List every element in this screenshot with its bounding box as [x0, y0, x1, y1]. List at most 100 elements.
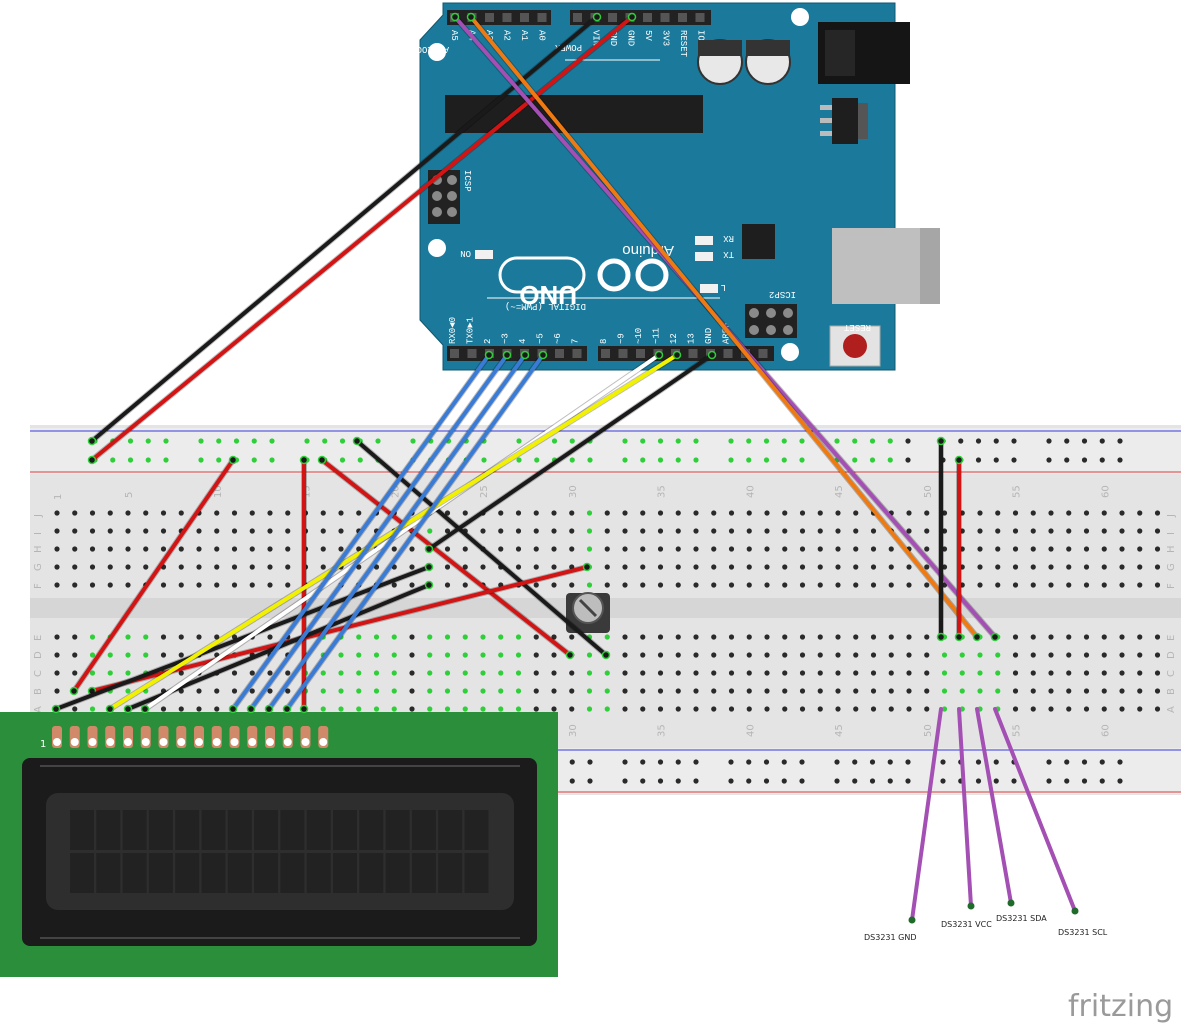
header-pin	[608, 13, 617, 22]
wire-end	[990, 632, 1000, 642]
breadboard-hole	[533, 634, 539, 640]
breadboard-hole	[125, 528, 131, 534]
breadboard-hole	[693, 546, 699, 552]
breadboard-hole	[728, 564, 735, 570]
breadboard-hole	[1083, 670, 1090, 676]
breadboard-hole	[1119, 670, 1125, 676]
breadboard-hole	[214, 688, 220, 694]
breadboard-hole	[693, 634, 699, 640]
ds3231-lead-end	[967, 902, 975, 910]
breadboard-hole	[462, 564, 468, 570]
breadboard-hole	[711, 670, 717, 676]
rail-hole	[569, 778, 575, 784]
rail-hole	[127, 438, 134, 444]
breadboard-hole	[178, 546, 184, 552]
ds3231-scl-label: DS3231 SCL	[1058, 928, 1108, 937]
icsp-pin	[432, 191, 442, 201]
mounting-hole	[791, 8, 809, 26]
rail-hole	[1099, 778, 1105, 784]
breadboard-hole	[498, 706, 504, 712]
rail-hole	[905, 457, 911, 463]
rail-hole	[1011, 438, 1017, 444]
breadboard-hole	[799, 634, 806, 640]
rail-hole	[640, 759, 646, 765]
wire	[267, 353, 527, 711]
breadboard-hole	[888, 706, 894, 712]
header-pin	[636, 349, 645, 358]
lcd-16x2: 1	[0, 712, 558, 977]
breadboard-hole	[462, 652, 468, 658]
rail-hole	[746, 438, 752, 444]
breadboard-hole	[764, 510, 770, 516]
breadboard-hole	[764, 670, 770, 676]
icsp-pin	[447, 191, 457, 201]
breadboard-hole	[888, 582, 894, 588]
rail-hole	[763, 438, 770, 444]
lcd-pin-hole	[248, 738, 257, 746]
breadboard-hole	[657, 546, 664, 552]
rail-hole	[763, 778, 770, 784]
reset-button-cap[interactable]	[843, 334, 867, 358]
breadboard-hole	[409, 582, 415, 588]
fritzing-watermark: fritzing	[1068, 989, 1173, 1024]
breadboard-hole	[640, 706, 646, 712]
wire-end	[672, 350, 682, 360]
lcd-char-cell	[254, 853, 279, 893]
breadboard-hole	[604, 510, 610, 516]
potentiometer[interactable]	[566, 592, 610, 633]
digital-pin-label: 12	[669, 333, 679, 344]
breadboard-hole	[977, 546, 983, 552]
header-pin	[555, 349, 564, 358]
breadboard-hole	[267, 582, 273, 588]
breadboard-hole	[1066, 670, 1072, 676]
breadboard-hole	[196, 688, 202, 694]
rail-hole	[481, 457, 487, 463]
breadboard-hole	[231, 670, 238, 676]
rail-hole	[1099, 759, 1105, 765]
breadboard-hole	[533, 582, 539, 588]
breadboard-hole	[178, 634, 184, 640]
breadboard-hole	[906, 634, 912, 640]
icsp2-pins	[749, 308, 793, 335]
breadboard-hole	[498, 670, 504, 676]
breadboard-hole	[799, 564, 806, 570]
breadboard-hole	[1154, 634, 1161, 640]
breadboard-hole	[640, 652, 646, 658]
rail-hole	[1011, 778, 1017, 784]
breadboard-hole	[870, 582, 877, 588]
breadboard-hole	[941, 670, 948, 676]
header-pin	[450, 349, 459, 358]
digital-title: DIGITAL (PWM=~)	[505, 301, 586, 311]
breadboard-hole	[782, 652, 788, 658]
breadboard-hole	[1101, 670, 1107, 676]
breadboard-hole	[89, 634, 96, 640]
breadboard-hole	[995, 546, 1001, 552]
rail-hole	[1046, 759, 1052, 765]
breadboard-hole	[817, 688, 823, 694]
breadboard-hole	[373, 634, 380, 640]
breadboard-hole	[941, 688, 948, 694]
wire-end	[317, 455, 327, 465]
lcd-char-cell	[280, 853, 305, 893]
column-number: 55	[1012, 724, 1023, 737]
breadboard-hole	[906, 706, 912, 712]
breadboard-hole	[427, 528, 433, 534]
breadboard-hole	[941, 582, 948, 588]
breadboard-hole	[1101, 564, 1107, 570]
breadboard-hole	[569, 670, 575, 676]
breadboard-hole	[533, 688, 539, 694]
lcd-char-cell	[96, 853, 121, 893]
breadboard-hole	[480, 634, 486, 640]
breadboard-hole	[799, 688, 806, 694]
lcd-char-cell	[306, 810, 331, 850]
capacitor-top	[746, 40, 790, 56]
rail-hole	[675, 778, 681, 784]
breadboard-hole	[604, 688, 610, 694]
breadboard-hole	[1030, 582, 1036, 588]
rail-hole	[799, 759, 805, 765]
breadboard-hole	[657, 670, 664, 676]
rail-hole	[1046, 438, 1052, 444]
row-letter: A	[1166, 706, 1177, 713]
breadboard-hole	[835, 706, 841, 712]
lcd-char-cell	[333, 853, 357, 893]
